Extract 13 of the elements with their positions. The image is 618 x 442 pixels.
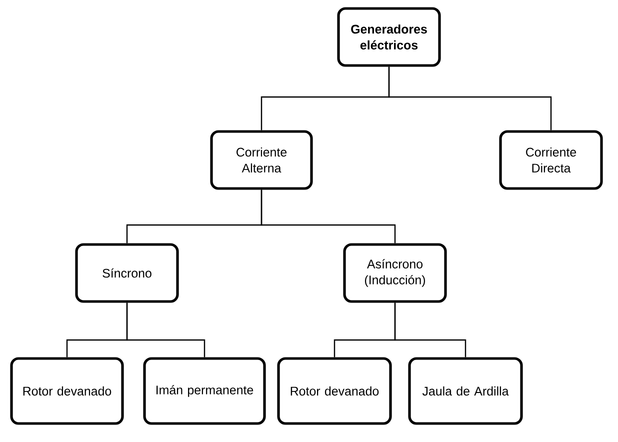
category-box: Asíncrono (Inducción) [343,243,447,303]
category-box: Imán permanente [143,357,266,425]
category-box: Rotor devanado [10,357,124,425]
category-box: Jaula de Ardilla [408,357,523,425]
connector-line [388,66,552,130]
category-box: Síncrono [75,243,179,303]
category-box: Corriente Alterna [210,130,313,190]
connector-line [260,190,396,244]
category-box: Rotor devanado [277,357,392,425]
category-box: Corriente Directa [499,130,603,190]
category-box: Generadores eléctricos [337,7,441,67]
connector-line [394,302,466,358]
connector-line [126,302,206,358]
